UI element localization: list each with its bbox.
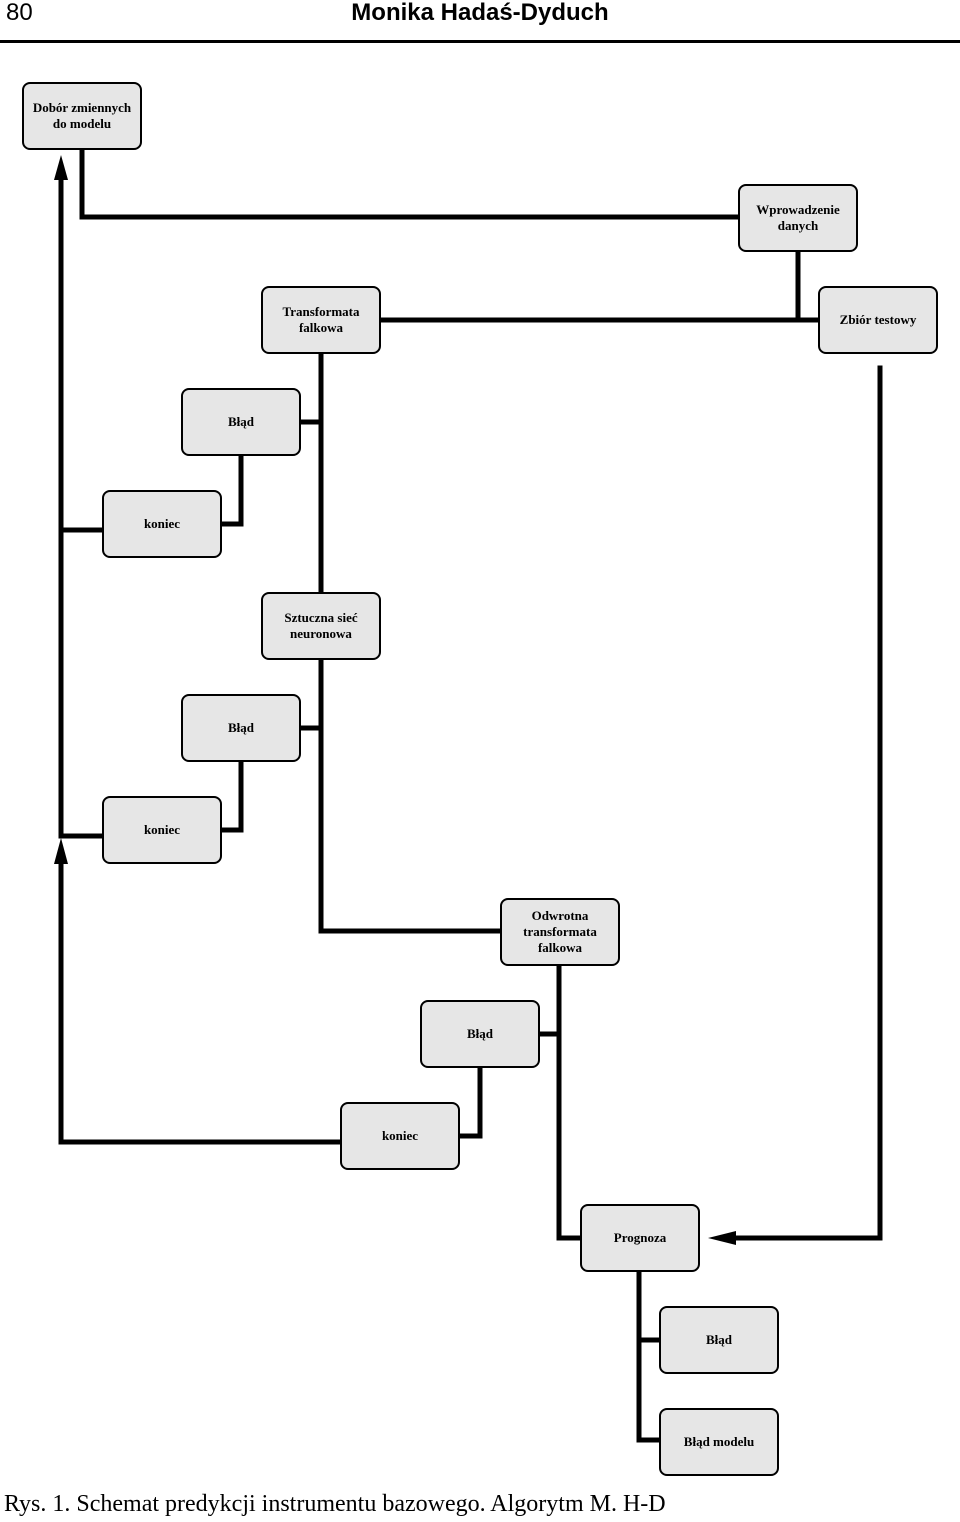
connector-zbior-prognoza <box>735 365 883 1241</box>
box-blad-4: Błąd <box>659 1306 779 1374</box>
arrowhead-to-dobor <box>54 155 68 180</box>
box-zbior-testowy: Zbiór testowy <box>818 286 938 354</box>
box-prognoza: Prognoza <box>580 1204 700 1272</box>
box-blad-3: Błąd <box>420 1000 540 1068</box>
connector-odwrotna-prognoza <box>556 963 583 1241</box>
box-blad-modelu: Błąd modelu <box>659 1408 779 1476</box>
connector-dobor-wprowadzenie <box>79 147 741 220</box>
arrowhead-to-prognoza <box>708 1231 736 1245</box>
header-rule <box>0 40 960 43</box>
connector-blad3-koniec3 <box>457 1065 483 1139</box>
page-number: 80 <box>6 0 33 26</box>
connector-return-lower <box>58 859 343 1145</box>
box-blad-2: Błąd <box>181 694 301 762</box>
connector-siec-odwrotna <box>318 657 503 934</box>
arrowhead-upward-lower <box>54 838 68 864</box>
connector-prognoza-bladmodelu <box>636 1269 662 1443</box>
connector-wprowadzenie-zbior <box>795 249 821 323</box>
box-blad-1: Błąd <box>181 388 301 456</box>
box-koniec-2: koniec <box>102 796 222 864</box>
page-author: Monika Hadaś-Dyduch <box>351 0 609 26</box>
connector-blad2-koniec2 <box>218 759 244 833</box>
box-koniec-1: koniec <box>102 490 222 558</box>
connector-blad1-koniec1 <box>218 453 244 527</box>
figure-caption: Rys. 1. Schemat predykcji instrumentu ba… <box>4 1491 666 1517</box>
box-koniec-3: koniec <box>340 1102 460 1170</box>
